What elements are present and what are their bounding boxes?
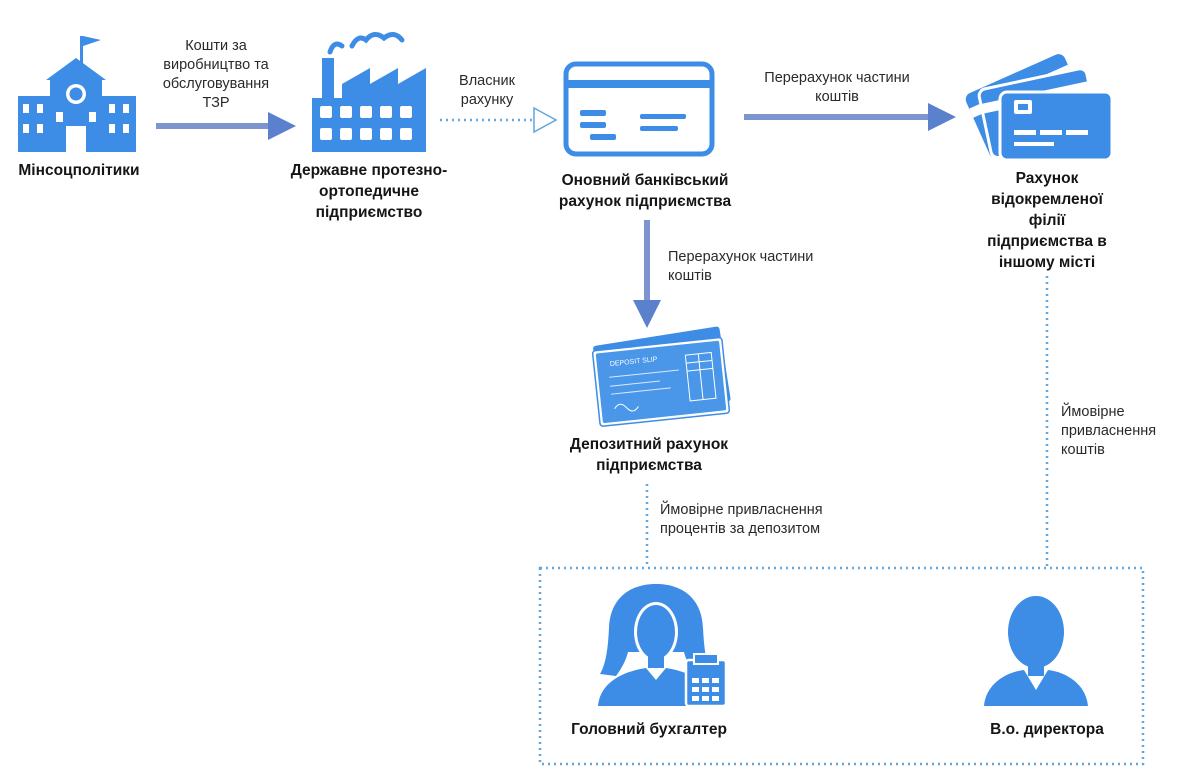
suspects-group-box: [538, 566, 1145, 766]
arrow-account-to-deposit: [633, 220, 661, 328]
government-building-icon: [18, 36, 136, 152]
female-accountant-icon: [598, 584, 728, 708]
funds-production-label: Кошти за виробництво та обслуговування Т…: [162, 38, 270, 111]
transfer-deposit-label: Перерахунок частини коштів: [668, 249, 814, 284]
account-owner-label: Власник рахунку: [459, 73, 515, 108]
deposit-slip-caption: DEPOSIT SLIP: [610, 356, 659, 368]
male-person-icon: [984, 596, 1088, 706]
acting-director-label: В.о. директора: [990, 721, 1104, 738]
deposit-account-label: Депозитний рахунок підприємства: [569, 436, 729, 474]
deposit-slip-icon: DEPOSIT SLIP: [591, 326, 731, 427]
branch-account-label: Рахунок відокремленої філії підприємства…: [987, 170, 1107, 271]
enterprise-label: Державне протезно- ортопедичне підприємс…: [290, 162, 448, 221]
factory-icon: [312, 32, 426, 152]
appropriation-interest-label: Ймовірне привласнення процентів за депоз…: [660, 502, 823, 537]
arrow-account-to-branch: [744, 103, 956, 131]
transfer-branch-label: Перерахунок частини коштів: [764, 70, 910, 105]
chief-accountant-label: Головний бухгалтер: [571, 721, 727, 738]
arrow-enterprise-to-account: [440, 106, 558, 134]
arrow-ministry-to-enterprise: [156, 112, 296, 140]
main-account-label: Оновний банківський рахунок підприємства: [558, 172, 732, 210]
appropriation-funds-label: Ймовірне привласнення коштів: [1061, 404, 1157, 458]
bank-card-icon: [563, 61, 715, 157]
credit-cards-icon: [965, 54, 1114, 162]
ministry-label: Мінсоцполітики: [18, 162, 140, 179]
